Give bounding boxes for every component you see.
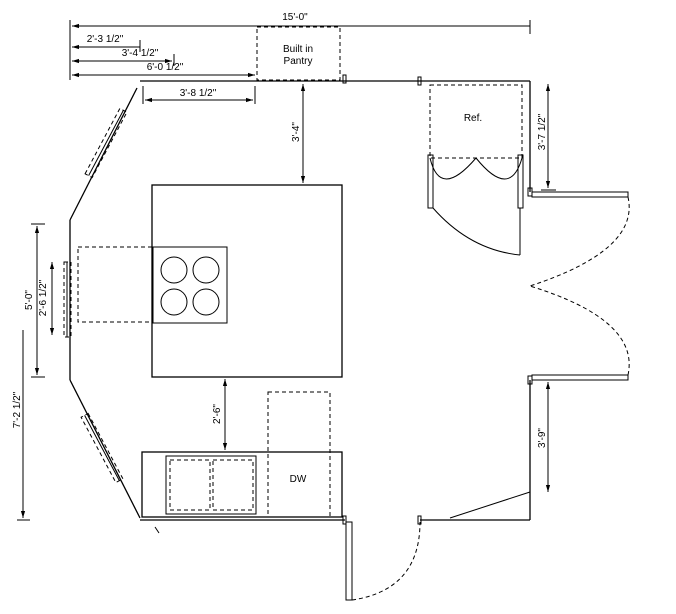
burner <box>160 256 188 284</box>
burner <box>160 288 188 316</box>
dishwasher-label: DW <box>290 474 307 485</box>
dim-door-corner: 3'-9" <box>537 428 548 448</box>
cooktop <box>152 246 228 324</box>
pantry <box>256 26 341 81</box>
island <box>151 184 343 378</box>
dim-d3: 6'-0 1/2" <box>147 62 184 73</box>
window-left <box>63 261 72 338</box>
double-sink <box>165 455 257 515</box>
burner <box>192 256 220 284</box>
dim-island-sink: 2'-6" <box>212 404 223 424</box>
walls <box>69 74 531 534</box>
dishwasher <box>267 391 331 518</box>
island-overhang <box>77 246 154 323</box>
pantry-label-2: Pantry <box>284 56 313 67</box>
dim-left-wall: 5'-0" <box>24 290 35 310</box>
dim-d1: 2'-3 1/2" <box>87 34 124 45</box>
burner <box>192 288 220 316</box>
dim-ref-wall: 3'-7 1/2" <box>537 113 548 150</box>
dim-d4: 3'-8 1/2" <box>180 88 217 99</box>
entry-door[interactable] <box>345 521 421 601</box>
dim-d2: 3'-4 1/2" <box>122 48 159 59</box>
dim-pantry-island: 3'-4" <box>291 122 302 142</box>
dim-left-window: 2'-6 1/2" <box>38 279 49 316</box>
sink-counter <box>141 451 343 518</box>
refrigerator-label: Ref. <box>464 113 482 124</box>
pantry-label-1: Built in <box>283 44 313 55</box>
left-dimensions: 7'-2 1/2" 5'-0" 2'-6 1/2" <box>12 223 55 521</box>
refrigerator-doors <box>427 154 524 256</box>
french-doors[interactable] <box>527 187 630 385</box>
top-dimensions: 15'-0" 2'-3 1/2" 3'-4 1/2" 6'-0 1/2" 3'-… <box>69 12 531 104</box>
dim-left-overall: 7'-2 1/2" <box>12 391 23 428</box>
dim-overall-width: 15'-0" <box>282 12 308 23</box>
